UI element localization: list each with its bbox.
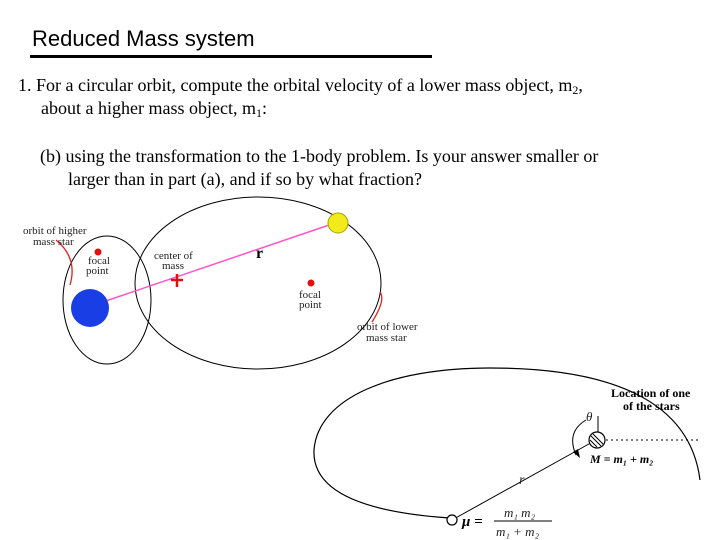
question-line-2: about a higher mass object, m1: [41,97,267,119]
orbit-lower-label-line2: mass star [366,332,407,344]
pointer-higher-orbit [55,239,73,286]
relative-orbit-ellipse [313,367,701,519]
theta-arrow-head [573,449,580,458]
location-label-line2: of the stars [623,399,680,413]
question-text-1-end: , [578,75,583,95]
theta-label: θ [586,409,593,424]
total-mass-star [588,431,606,449]
relative-r-label: r [519,473,525,488]
subscript-1: 1 [255,106,262,120]
mu-denominator: m₁ + m₂ [496,524,540,539]
question-text-2-end: : [261,98,267,118]
focal-point-left-label-1: focal [88,255,110,267]
total-mass-label: M = m₁ + m₂ [589,452,653,466]
page-title: Reduced Mass system [32,26,255,51]
mu-label: μ = [461,514,483,530]
subscript-2: 2 [572,83,579,97]
part-b-line-1: (b) using the transformation to the 1-bo… [40,146,599,166]
mu-numerator: m₁ m₂ [504,505,536,520]
center-of-mass-marker [171,274,183,287]
title-underline [30,55,432,58]
large-star [71,289,109,327]
small-star [327,212,349,234]
location-label-line1: Location of one [611,386,691,400]
focal-point-left-label-2: point [86,265,109,277]
question-number: 1. [18,75,32,95]
center-of-mass-label-2: mass [162,260,184,272]
orbit-higher-label-line2: mass star [33,236,74,248]
orbit-lower-label-line1: orbit of lower [357,321,418,333]
question-text-2: about a higher mass object, m [41,98,256,118]
bottom-diagram: Location of one of the stars θ M = m₁ + … [313,367,701,539]
part-b-line-2: larger than in part (a), and if so by wh… [68,169,423,189]
orbit-higher-mass-star [62,235,152,365]
question-text-1: For a circular orbit, compute the orbita… [36,75,573,95]
radius-line [451,439,597,521]
top-diagram: orbit of higher mass star focal point ce… [23,196,418,370]
separation-r-label: r [256,245,263,262]
focal-point-left-dot [94,248,102,256]
orbit-lower-mass-star [134,196,382,370]
question-line-1: 1. For a circular orbit, compute the orb… [18,74,583,96]
focal-point-right-label-1: focal [299,289,321,301]
focal-point-right-dot [307,279,315,287]
pointer-lower-orbit [371,291,383,323]
orbit-higher-label-line1: orbit of higher [23,225,87,237]
reduced-mass-particle [446,514,458,526]
focal-point-right-label-2: point [299,299,322,311]
separation-line [87,221,339,308]
center-of-mass-label-1: center of [154,250,193,262]
